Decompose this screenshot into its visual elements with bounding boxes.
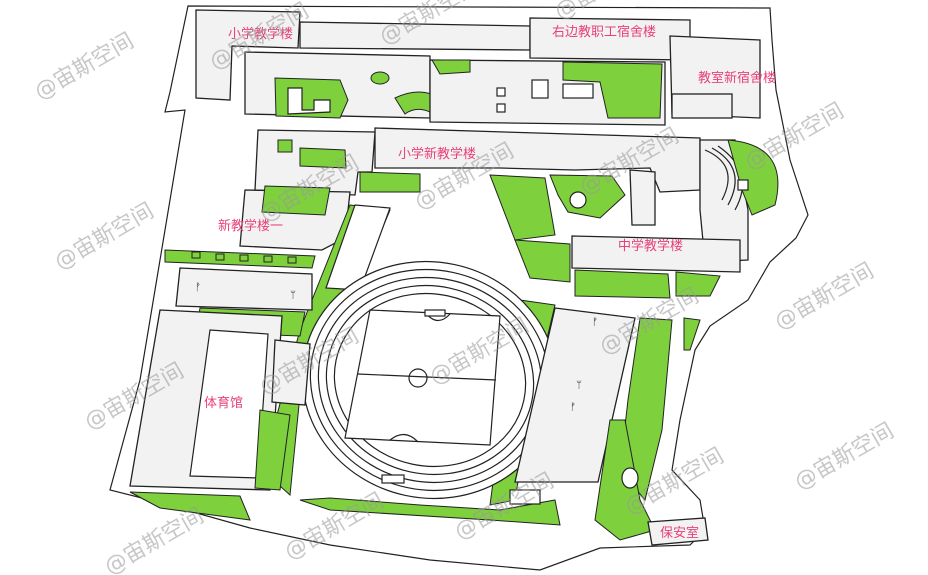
lawn-east-strip <box>619 317 673 502</box>
label-primary-new-building: 小学新教学楼 <box>398 146 476 162</box>
structure-square-a <box>531 79 549 99</box>
label-right-staff-dorm: 右边教职工宿舍楼 <box>552 24 656 40</box>
watermark: @宙斯空间 <box>101 504 209 575</box>
lawn-east-plaza <box>359 171 421 193</box>
label-new-building-one: 新教学楼一 <box>218 218 283 234</box>
building-gym-corridor <box>271 339 311 406</box>
structure-square-d <box>496 103 506 113</box>
pitch-goal-south <box>389 433 419 443</box>
lawn-gym-east <box>254 409 291 491</box>
lawn-garden-loop <box>549 174 626 219</box>
symbol-court-a: ᚠ <box>592 317 598 328</box>
lawn-oval-north <box>370 71 390 85</box>
building-inner-u <box>287 87 331 115</box>
watermark: @宙斯空间 <box>51 199 159 276</box>
symbol-west-a: ᚡ <box>195 282 201 293</box>
building-curved-stairs <box>699 139 749 263</box>
football-pitch <box>344 309 501 446</box>
label-primary-building: 小学教学楼 <box>228 26 293 42</box>
court-marker-a <box>509 489 541 505</box>
structure-square-b <box>562 83 594 99</box>
building-primary-school <box>195 9 301 101</box>
label-gymnasium: 体育馆 <box>204 395 243 411</box>
watermark: @宙斯空间 <box>791 419 899 496</box>
building-garden-east <box>629 169 656 226</box>
watermark: @宙斯空间 <box>31 29 139 106</box>
building-security-room <box>647 517 709 546</box>
lawn-curved-east <box>727 139 779 216</box>
lawn-track-south <box>299 497 561 526</box>
markers-west-row <box>191 251 297 264</box>
pond-south-east <box>621 467 639 489</box>
lawn-west-wing <box>299 147 347 169</box>
track-marker-north <box>424 309 446 317</box>
lawn-new-one <box>261 185 331 216</box>
structure-square-c <box>496 87 506 97</box>
label-teacher-new-dorm: 教室新宿舍楼 <box>698 70 776 86</box>
lawn-garden-north <box>489 174 556 241</box>
watermark: @宙斯空间 <box>771 259 879 336</box>
marker-east <box>737 179 749 191</box>
label-security-room: 保安室 <box>660 525 699 541</box>
symbol-court-b: ᛘ <box>576 380 582 391</box>
building-staff-annex <box>671 93 733 119</box>
lawn-south-west <box>129 491 251 521</box>
courts-east <box>514 307 636 483</box>
lawn-middle-west <box>514 239 571 283</box>
court-west-north <box>175 267 313 311</box>
symbol-court-c: ᚠ <box>570 402 576 413</box>
lawn-middle-east <box>675 271 721 297</box>
lawn-courtyard-west <box>431 59 471 75</box>
symbol-west-b: ᛘ <box>290 290 296 301</box>
lawn-courtyard-east <box>562 61 663 119</box>
lawn-path-east <box>683 317 701 351</box>
lawn-middle-south <box>574 269 671 299</box>
label-middle-school-building: 中学教学楼 <box>618 238 683 254</box>
lawn-small-west <box>277 139 293 153</box>
pitch-centre-circle <box>408 368 428 388</box>
building-middle-school <box>571 235 741 273</box>
garden-fountain <box>569 191 587 209</box>
track-marker-south <box>381 474 405 484</box>
